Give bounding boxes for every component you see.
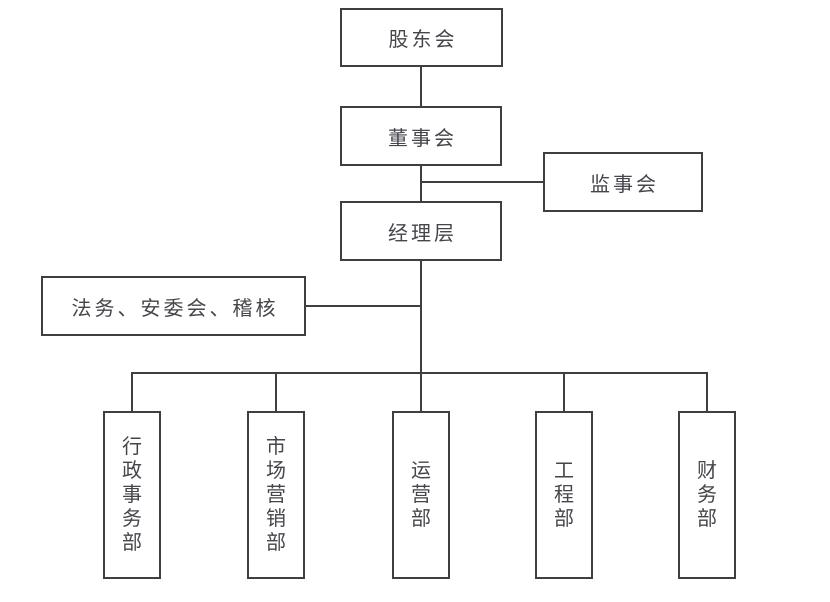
connector-board-management: [420, 165, 422, 201]
connector-drop-finance: [706, 373, 708, 411]
node-dept-engineering: 工程部: [535, 411, 593, 579]
node-shareholders-label: 股东会: [388, 29, 458, 51]
connector-board-supervisory: [421, 181, 543, 183]
node-management-label: 经理层: [388, 222, 457, 245]
connector-shareholders-board: [420, 67, 422, 106]
connector-department-bus: [131, 372, 708, 374]
node-dept-admin-label: 行政事务部: [122, 436, 142, 554]
node-board-of-directors: 董事会: [340, 106, 502, 166]
node-dept-finance-label: 财务部: [697, 460, 717, 530]
node-shareholders-meeting: 股东会: [340, 8, 503, 67]
node-legal-safety-audit: 法务、安委会、稽核: [41, 276, 306, 336]
node-dept-administrative-affairs: 行政事务部: [103, 411, 161, 579]
node-dept-marketing: 市场营销部: [247, 411, 305, 579]
node-dept-marketing-label: 市场营销部: [266, 436, 286, 554]
connector-drop-engineering: [563, 373, 565, 411]
node-dept-operations: 运营部: [392, 411, 450, 579]
connector-management-trunk: [420, 260, 422, 373]
node-supervisory-label: 监事会: [590, 173, 659, 196]
connector-drop-admin: [131, 373, 133, 411]
node-management-layer: 经理层: [340, 201, 502, 261]
node-dept-operations-label: 运营部: [411, 460, 431, 530]
connector-management-staff: [305, 305, 421, 307]
node-staff-label: 法务、安委会、稽核: [71, 297, 279, 320]
connector-drop-marketing: [275, 373, 277, 411]
node-supervisory-board: 监事会: [543, 152, 703, 212]
node-dept-engineering-label: 工程部: [554, 460, 574, 530]
node-board-label: 董事会: [388, 127, 457, 150]
node-dept-finance: 财务部: [678, 411, 736, 579]
connector-drop-operations: [420, 373, 422, 411]
